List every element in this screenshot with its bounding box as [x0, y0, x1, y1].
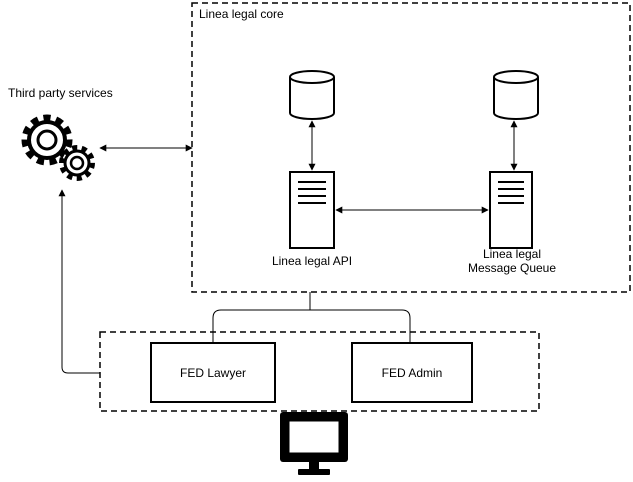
- server-icon: [489, 171, 533, 249]
- server-icon: [289, 171, 335, 249]
- monitor-icon: [280, 412, 348, 475]
- fed-admin-label: FED Admin: [381, 365, 443, 380]
- core-title: Linea legal core: [199, 7, 284, 21]
- api-label: Linea legal API: [271, 254, 353, 268]
- fed-admin-box[interactable]: FED Admin: [351, 342, 473, 403]
- fed-lawyer-label: FED Lawyer: [179, 365, 247, 380]
- queue-label-line2: Message Queue: [467, 261, 557, 275]
- database-icon: [493, 70, 539, 120]
- database-icon: [289, 70, 335, 120]
- gears-icon: [21, 114, 95, 181]
- core-frontend-connector: [212, 292, 411, 342]
- fed-lawyer-box[interactable]: FED Lawyer: [150, 342, 276, 403]
- third-party-label: Third party services: [8, 86, 113, 100]
- core-container: [191, 2, 631, 293]
- frontend-thirdparty-connector: [58, 189, 100, 374]
- queue-label-line1: Linea legal: [482, 247, 542, 261]
